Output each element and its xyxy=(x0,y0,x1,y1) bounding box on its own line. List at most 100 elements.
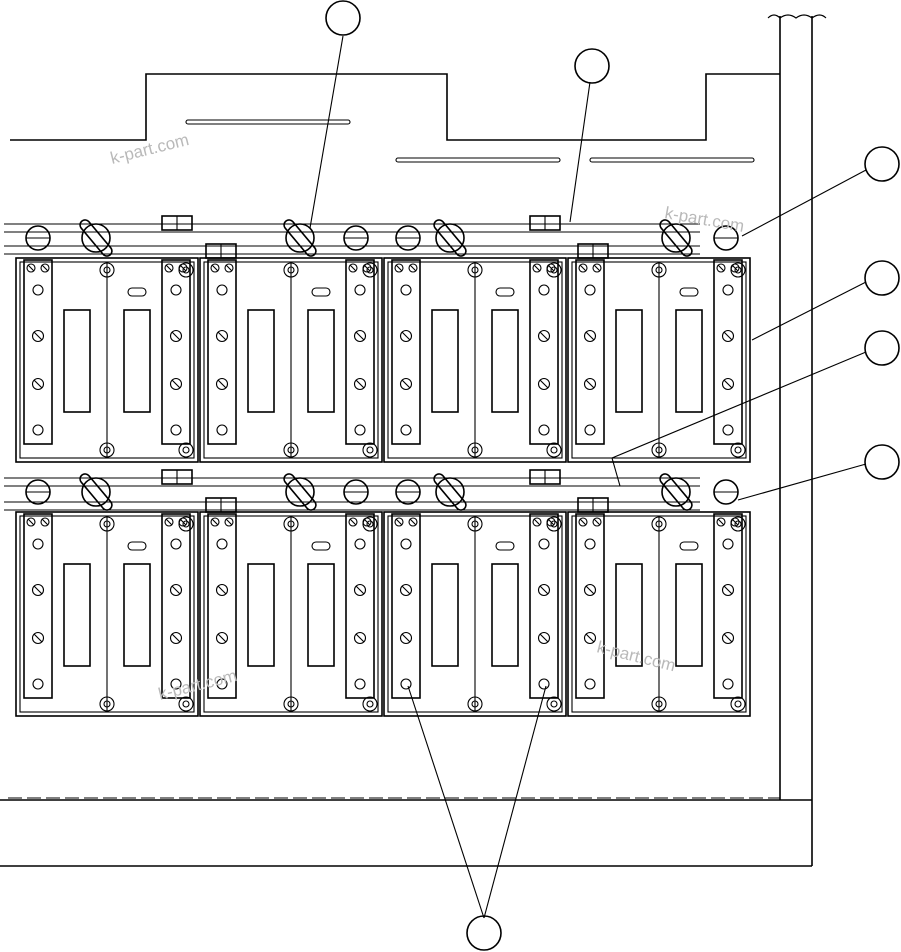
window xyxy=(675,309,703,413)
selector-knob xyxy=(283,219,317,257)
window xyxy=(491,563,519,667)
terminal-strip xyxy=(529,513,559,699)
window xyxy=(123,563,151,667)
window xyxy=(123,309,151,413)
selector-knob xyxy=(433,473,467,511)
mount-hole xyxy=(550,700,558,708)
mount-hole xyxy=(287,700,295,708)
screw xyxy=(394,263,404,273)
window xyxy=(431,309,459,413)
screw xyxy=(721,583,735,597)
mount-hole xyxy=(103,700,111,708)
window xyxy=(247,563,275,667)
terminal-strip xyxy=(207,513,237,699)
terminal-strip xyxy=(23,513,53,699)
screw xyxy=(31,631,45,645)
selector-knob xyxy=(433,219,467,257)
terminal-strip xyxy=(161,259,191,445)
hole xyxy=(538,678,550,690)
mount-hole xyxy=(366,520,374,528)
cap-nut xyxy=(25,479,51,505)
relay-block-2 xyxy=(199,257,383,463)
screw xyxy=(164,517,174,527)
relay-modules xyxy=(15,257,751,717)
screw xyxy=(583,631,597,645)
window xyxy=(615,563,643,667)
hole xyxy=(354,538,366,550)
mount-hole xyxy=(182,446,190,454)
hole xyxy=(354,678,366,690)
screw xyxy=(546,263,556,273)
rail-clamp xyxy=(577,243,609,259)
mount-lug xyxy=(362,696,378,712)
screw xyxy=(716,517,726,527)
mount-hole xyxy=(550,520,558,528)
mount-lug xyxy=(467,442,483,458)
screw xyxy=(215,631,229,645)
block-frame xyxy=(567,257,751,463)
hole xyxy=(538,424,550,436)
mount-lug xyxy=(651,262,667,278)
hole xyxy=(32,538,44,550)
hole xyxy=(400,284,412,296)
mount-lug xyxy=(283,442,299,458)
window xyxy=(63,309,91,413)
screw xyxy=(721,377,735,391)
hole xyxy=(722,538,734,550)
mount-hole xyxy=(366,446,374,454)
hole xyxy=(400,538,412,550)
mount-lug xyxy=(178,696,194,712)
window xyxy=(247,309,275,413)
block-frame xyxy=(383,257,567,463)
screw xyxy=(353,583,367,597)
rail-clamp xyxy=(205,497,237,513)
cap-nut xyxy=(343,225,369,251)
screw xyxy=(592,263,602,273)
screw xyxy=(26,263,36,273)
hole xyxy=(400,678,412,690)
screw xyxy=(721,631,735,645)
hole xyxy=(170,538,182,550)
terminal-strip xyxy=(23,259,53,445)
hole xyxy=(400,424,412,436)
cap-nut xyxy=(713,225,739,251)
hole xyxy=(584,284,596,296)
block-frame xyxy=(199,511,383,717)
mount-hole xyxy=(734,266,742,274)
window xyxy=(675,563,703,667)
mount-hole xyxy=(182,700,190,708)
callout-bubbles xyxy=(325,0,900,951)
cap-nut xyxy=(713,479,739,505)
hole xyxy=(32,678,44,690)
screw xyxy=(40,263,50,273)
terminal-strip xyxy=(713,259,743,445)
screw xyxy=(537,583,551,597)
rail-clamp xyxy=(529,215,561,231)
rail-clamp xyxy=(161,469,193,485)
screw xyxy=(164,263,174,273)
window xyxy=(431,563,459,667)
hole xyxy=(354,284,366,296)
screw xyxy=(215,377,229,391)
slot xyxy=(127,287,147,297)
mount-lug xyxy=(651,516,667,532)
callout-2 xyxy=(574,48,610,84)
callout-leaders xyxy=(309,35,867,919)
mount-hole xyxy=(734,700,742,708)
screw xyxy=(178,517,188,527)
relay-block-7 xyxy=(383,511,567,717)
mount-hole xyxy=(550,266,558,274)
terminal-strip xyxy=(391,513,421,699)
screw xyxy=(348,517,358,527)
terminal-strip xyxy=(529,259,559,445)
terminal-strip xyxy=(391,259,421,445)
screw xyxy=(26,517,36,527)
mount-hole xyxy=(655,266,663,274)
mount-hole xyxy=(182,520,190,528)
selector-knob xyxy=(283,473,317,511)
screw xyxy=(537,377,551,391)
mount-hole xyxy=(103,266,111,274)
mount-hole xyxy=(471,520,479,528)
screw xyxy=(362,517,372,527)
mount-lug xyxy=(283,262,299,278)
